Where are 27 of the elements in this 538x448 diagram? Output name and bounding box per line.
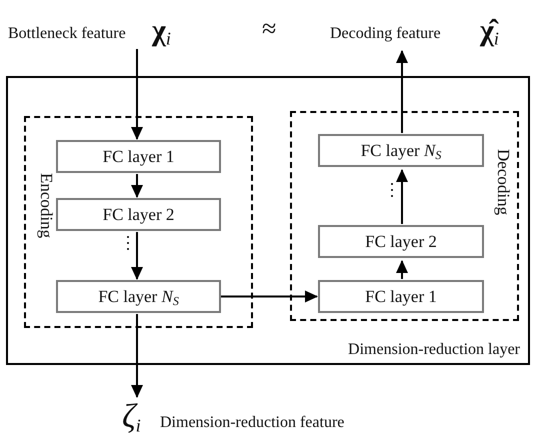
approx-symbol: ≈ (262, 14, 276, 44)
feature-label: Bottleneck feature (8, 25, 126, 43)
dashed-group (290, 111, 519, 321)
math-symbol: ζ$_{i}$ (122, 398, 141, 436)
feature-label: Dimension-reduction feature (160, 414, 344, 432)
arrow (131, 232, 143, 280)
layer-box: FC layer 2 (318, 225, 484, 258)
layer-box: FC layer N$_{S}$ (56, 280, 221, 313)
layer-frame (6, 76, 530, 365)
math-symbol: χ$_{i}$ (152, 14, 171, 48)
arrow (396, 169, 408, 224)
group-label: Decoding (493, 149, 513, 216)
frame-title: Dimension-reduction layer (348, 341, 520, 359)
layer-box: FC layer N$_{S}$ (318, 134, 484, 167)
arrow (396, 50, 408, 133)
arrow (131, 174, 143, 198)
group-label: Encoding (36, 173, 56, 238)
arrow (131, 49, 143, 140)
arrow (221, 290, 318, 302)
dashed-group (24, 116, 253, 328)
feature-label: Decoding feature (330, 25, 441, 43)
layer-box: FC layer 1 (56, 140, 221, 173)
math-symbol: χ̂$_{i}$ (480, 14, 499, 48)
arrow (396, 260, 408, 279)
layer-box: FC layer 1 (318, 280, 484, 313)
arrow (131, 314, 143, 398)
layer-box: FC layer 2 (56, 198, 221, 231)
